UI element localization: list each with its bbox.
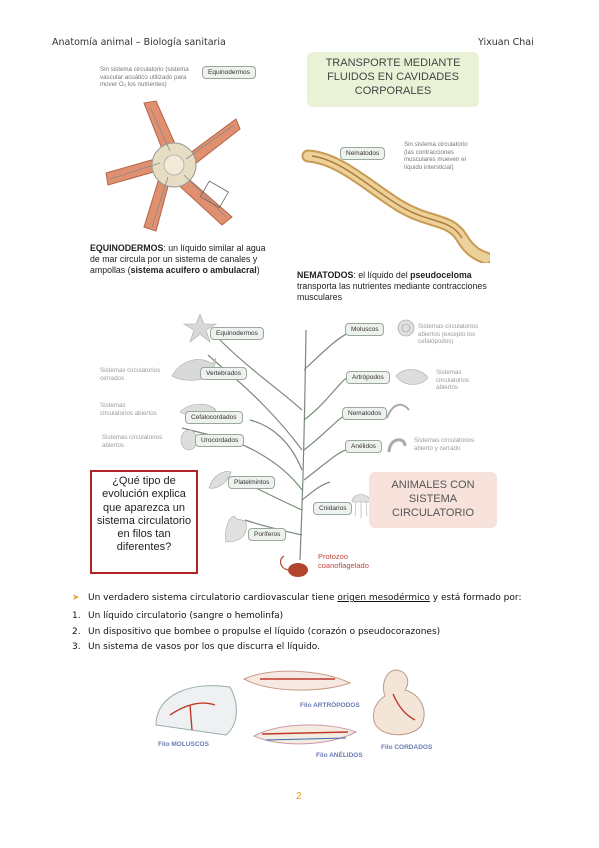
tree-tag-platelmintos: Platelmintos	[228, 476, 276, 489]
starfish-icon	[182, 313, 218, 343]
page-number: 2	[296, 791, 302, 802]
annelid-icon	[387, 438, 407, 453]
chevron-right-icon: ➤	[72, 593, 80, 603]
note-vertebrados: Sistemas circulatorios cerrados	[100, 367, 161, 382]
tree-tag-poriferos: Poríferos	[248, 528, 287, 541]
title-line-1: TRANSPORTE MEDIANTE	[325, 57, 461, 69]
note-anelidos: Sistemas circulatorios abierto y cerrado	[414, 437, 475, 452]
title-line-2: FLUIDOS EN CAVIDADES	[327, 71, 459, 83]
snail-icon	[397, 319, 415, 337]
nema-tag: Nematodos	[340, 147, 386, 160]
note-moluscos: Sistemas circulatorios abiertos (excepto…	[418, 323, 479, 345]
title-line-3: CORPORALES	[354, 85, 432, 97]
title-box: TRANSPORTE MEDIANTE FLUIDOS EN CAVIDADES…	[307, 52, 479, 107]
tree-tag-cnidarios: Cnidarios	[313, 502, 353, 515]
tree-tag-nematodos: Nematodos	[342, 407, 388, 420]
fig-label-cordados: Filo CORDADOS	[381, 744, 433, 751]
echino-note: Sin sistema circulatorio (sistema vascul…	[100, 66, 189, 88]
list-item-3: 3.Un sistema de vasos por los que discur…	[72, 642, 321, 652]
fig-label-artropodos: Filo ARTRÓPODOS	[300, 702, 360, 709]
starfish-illustration	[105, 95, 241, 232]
tree-tag-moluscos: Moluscos	[345, 323, 385, 336]
question-box: ¿Qué tipo de evolución explica que apare…	[90, 470, 198, 574]
tree-tag-anelidos: Anélidos	[345, 440, 382, 453]
list-item-2: 2.Un dispositivo que bombee o propulse e…	[72, 627, 441, 637]
jellyfish-icon	[351, 494, 371, 518]
roundworm-icon	[386, 403, 410, 419]
tree-tag-equinodermos: Equinodermos	[210, 327, 264, 340]
nema-note: Sin sistema circulatorio (las contraccio…	[404, 141, 468, 171]
tree-tag-urocordados: Urocordados	[195, 434, 245, 447]
tree-tag-artropodos: Artrópodos	[346, 371, 390, 384]
nematode-illustration	[301, 149, 490, 263]
echino-caption: EQUINODERMOS: un líquido similar al agua…	[90, 243, 266, 275]
note-cefalocordados: Sistemas circulatorios abiertos	[100, 402, 157, 417]
list-item-1: 1.Un líquido circulatorio (sangre o hemo…	[72, 611, 284, 621]
tree-tag-cefalocordados: Cefalocordados	[185, 411, 243, 424]
flatworm-icon	[208, 471, 232, 489]
chordate-illustration	[372, 669, 425, 736]
animales-line-2: SISTEMA	[408, 493, 458, 505]
header-left: Anatomía animal – Biología sanitaria	[52, 37, 226, 48]
echino-tag: Equinodermos	[202, 66, 256, 79]
animales-box: ANIMALES CON SISTEMA CIRCULATORIO	[369, 472, 497, 528]
fig-label-moluscos: Filo MOLUSCOS	[158, 741, 209, 748]
tree-tag-vertebrados: Vertebrados	[200, 367, 248, 380]
shrimp-icon	[395, 369, 429, 385]
sponge-icon	[225, 515, 247, 543]
fig-label-anelidos: Filo ANÉLIDOS	[316, 752, 363, 759]
arthropod-illustration	[242, 670, 352, 691]
intro-bullet: ➤Un verdadero sistema circulatorio cardi…	[72, 593, 522, 603]
nema-caption: NEMATODOS: el líquido del pseudoceloma t…	[297, 270, 487, 302]
note-artropodos: Sistemas circulatorios abiertos	[436, 369, 470, 391]
note-urocordados: Sistemas circulatorios abiertos	[102, 434, 163, 449]
header-right: Yixuan Chai	[478, 37, 534, 48]
animales-line-1: ANIMALES CON	[391, 479, 475, 491]
annelid-illustration	[252, 724, 358, 745]
mollusc-illustration	[155, 685, 237, 736]
protozoo-label: Protozoo coanoflagelado	[318, 552, 369, 570]
animales-line-3: CIRCULATORIO	[391, 507, 475, 519]
